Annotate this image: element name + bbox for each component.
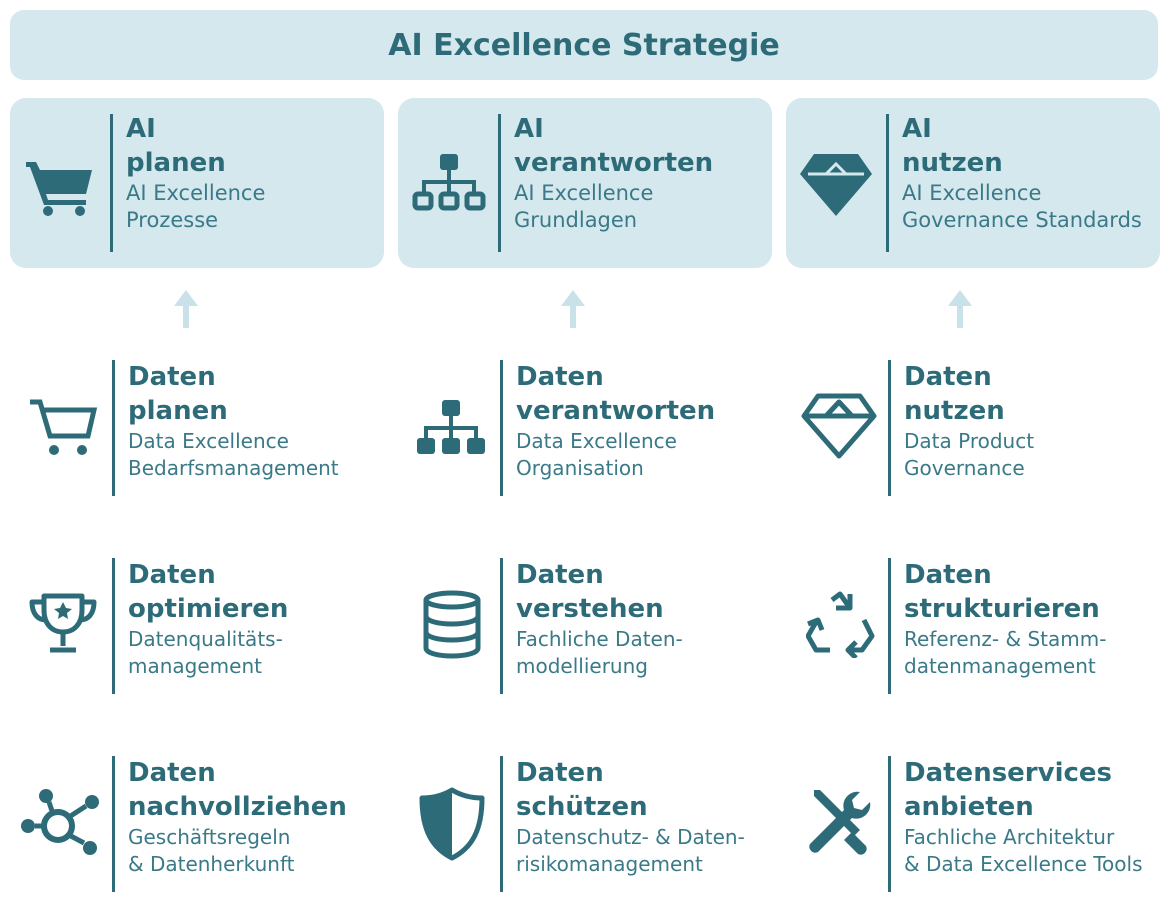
ai-box-verantworten: AI verantworten AI Excellence Grundlagen <box>398 98 772 268</box>
trophy-icon <box>29 593 97 653</box>
shopping-cart-icon <box>30 399 98 455</box>
daten-strukturieren-sub-2: datenmanagement <box>904 654 1096 678</box>
database-icon <box>423 590 481 659</box>
daten-verstehen-title-1: Daten <box>516 560 604 590</box>
up-arrow-icon <box>174 290 198 328</box>
daten-schuetzen-title-2: schützen <box>516 792 648 822</box>
network-hub-icon <box>21 789 99 855</box>
datenservices-sub-2: & Data Excellence Tools <box>904 852 1143 876</box>
ai-planen-sub-2: Prozesse <box>126 208 219 232</box>
daten-verstehen-sub-1: Fachliche Daten- <box>516 627 683 651</box>
ai-planen-sub-1: AI Excellence <box>126 181 266 205</box>
daten-optimieren-sub-2: management <box>128 654 262 678</box>
ai-box-planen: AI planen AI Excellence Prozesse <box>10 98 384 268</box>
daten-nutzen-title-1: Daten <box>904 362 992 392</box>
datenservices-title-2: anbieten <box>904 792 1034 822</box>
daten-optimieren-title-1: Daten <box>128 560 216 590</box>
daten-schuetzen-sub-2: risikomanagement <box>516 852 703 876</box>
org-chart-icon <box>417 400 485 454</box>
shield-icon <box>419 787 485 861</box>
ai-planen-title-2: planen <box>126 148 226 178</box>
daten-verantworten-sub-1: Data Excellence <box>516 429 677 453</box>
ai-nutzen-divider <box>886 114 889 252</box>
ai-nutzen-title-2: nutzen <box>902 148 1003 178</box>
daten-verantworten-sub-2: Organisation <box>516 456 644 480</box>
ai-nutzen-sub-2: Governance Standards <box>902 208 1142 232</box>
ai-verantworten-title-2: verantworten <box>514 148 714 178</box>
daten-nachvollziehen-title-2: nachvollziehen <box>128 792 347 822</box>
banner-title: AI Excellence Strategie <box>388 27 780 63</box>
daten-schuetzen-title-1: Daten <box>516 758 604 788</box>
daten-nutzen-title-2: nutzen <box>904 396 1005 426</box>
shopping-cart-icon <box>26 162 92 216</box>
daten-planen-sub-1: Data Excellence <box>128 429 289 453</box>
ai-box-nutzen: AI nutzen AI Excellence Governance Stand… <box>786 98 1160 268</box>
strategy-banner: AI Excellence Strategie <box>10 10 1158 80</box>
daten-schuetzen-sub-1: Datenschutz- & Daten- <box>516 825 745 849</box>
daten-planen-title-2: planen <box>128 396 228 426</box>
diamond-icon <box>801 393 877 459</box>
daten-verantworten-title-2: verantworten <box>516 396 716 426</box>
daten-verantworten-title-1: Daten <box>516 362 604 392</box>
ai-nutzen-sub-1: AI Excellence <box>902 181 1042 205</box>
ai-verantworten-divider <box>498 114 501 252</box>
ai-planen-divider <box>110 114 113 252</box>
daten-nutzen-sub-2: Governance <box>904 456 1025 480</box>
diamond-icon <box>800 154 872 216</box>
ai-verantworten-sub-1: AI Excellence <box>514 181 654 205</box>
daten-strukturieren-title-2: strukturieren <box>904 594 1100 624</box>
daten-verstehen-title-2: verstehen <box>516 594 664 624</box>
ai-planen-title-1: AI <box>126 114 156 144</box>
daten-optimieren-title-2: optimieren <box>128 594 289 624</box>
daten-nachvollziehen-sub-1: Geschäftsregeln <box>128 825 291 849</box>
daten-verstehen-sub-2: modellierung <box>516 654 648 678</box>
daten-strukturieren-title-1: Daten <box>904 560 992 590</box>
up-arrow-icon <box>948 290 972 328</box>
datenservices-sub-1: Fachliche Architektur <box>904 825 1115 849</box>
daten-planen-sub-2: Bedarfsmanagement <box>128 456 339 480</box>
datenservices-title-1: Datenservices <box>904 758 1113 788</box>
daten-nachvollziehen-title-1: Daten <box>128 758 216 788</box>
daten-optimieren-sub-1: Datenqualitäts- <box>128 627 283 651</box>
ai-nutzen-title-1: AI <box>902 114 932 144</box>
daten-planen-title-1: Daten <box>128 362 216 392</box>
up-arrow-icon <box>561 290 585 328</box>
daten-strukturieren-sub-1: Referenz- & Stamm- <box>904 627 1107 651</box>
daten-nutzen-sub-1: Data Product <box>904 429 1035 453</box>
ai-verantworten-sub-2: Grundlagen <box>514 208 638 232</box>
recycle-icon <box>806 591 875 658</box>
tools-icon <box>809 790 871 855</box>
org-chart-icon <box>412 154 486 211</box>
ai-verantworten-title-1: AI <box>514 114 544 144</box>
daten-nachvollziehen-sub-2: & Datenherkunft <box>128 852 295 876</box>
